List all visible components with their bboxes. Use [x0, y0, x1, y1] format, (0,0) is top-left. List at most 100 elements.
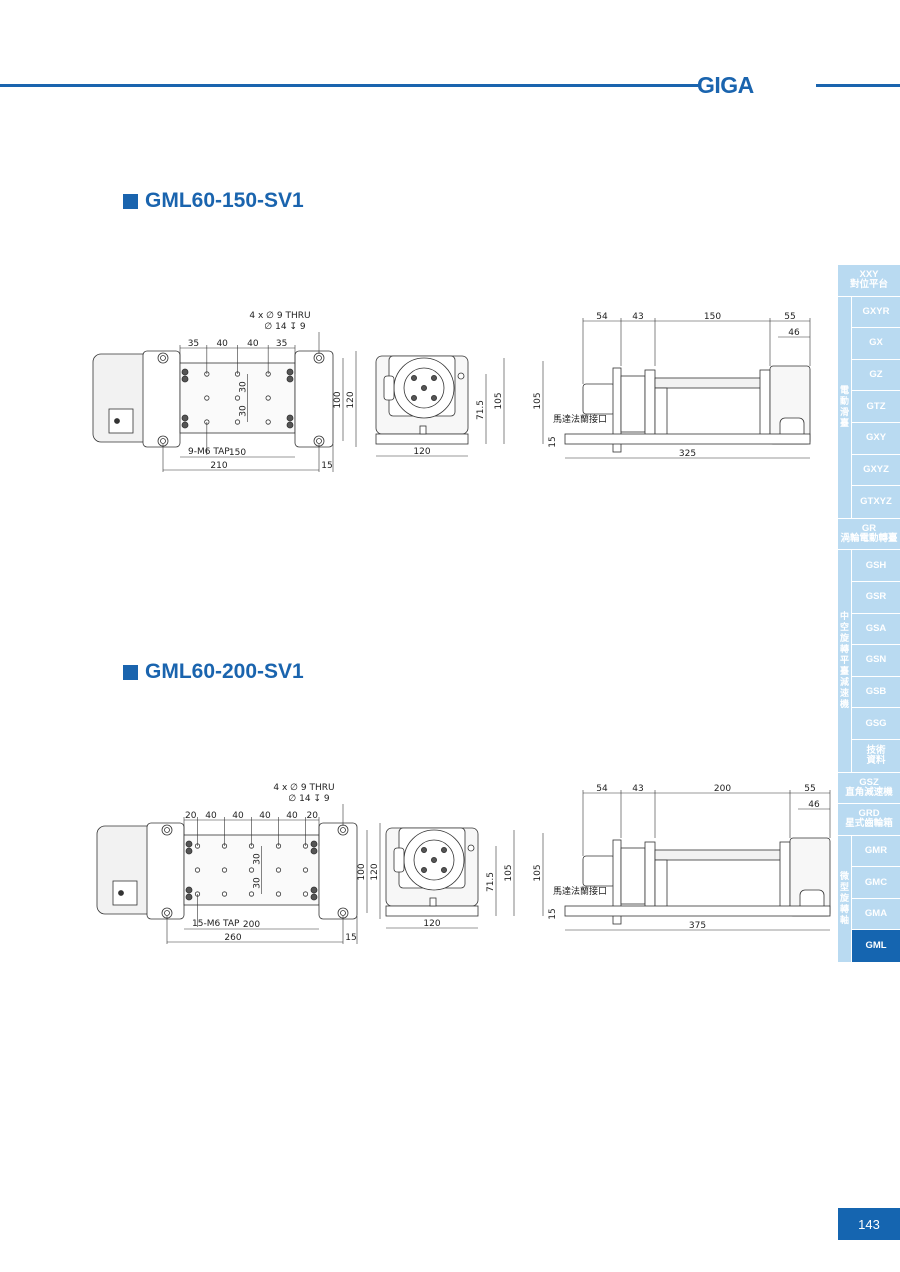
sidebar-item-gtxyz[interactable]: GTXYZ: [852, 486, 900, 518]
carriage-bolt: [181, 368, 189, 376]
dimension-label: 120: [413, 447, 430, 457]
dimension-label: 30: [253, 877, 263, 889]
sidebar-item-gsh[interactable]: GSH: [852, 550, 900, 582]
sidebar-item-label: 星式齒輪箱: [845, 818, 893, 830]
dimension-label: ∅ 14 ↧ 9: [264, 322, 305, 332]
sidebar-item-gxy[interactable]: GXY: [852, 422, 900, 455]
sidebar-item-gxyr[interactable]: GXYR: [852, 296, 900, 329]
connector: [108, 408, 134, 434]
product-title-2: GML60-200-SV1: [123, 660, 304, 684]
dimension-label: 120: [423, 919, 440, 929]
tap-hole: [221, 867, 228, 873]
carriage-bolt: [185, 886, 193, 894]
dimension-label: 15: [548, 436, 558, 447]
dimension-label: 54: [596, 312, 608, 322]
tap-hole: [265, 395, 271, 401]
sidebar-item-gsb[interactable]: GSB: [852, 676, 900, 709]
sidebar-item-label: XXY: [859, 269, 879, 281]
dimension-label: 43: [632, 312, 643, 322]
front-base: [385, 905, 479, 917]
sidebar-item-gtz[interactable]: GTZ: [852, 391, 900, 423]
dimension-label: 40: [232, 811, 244, 821]
carriage-bolt: [185, 893, 193, 901]
sidebar-item-gsr[interactable]: GSR: [852, 581, 900, 614]
dimension-label: 30: [239, 381, 249, 393]
header-rule-left: [0, 84, 700, 87]
flange-bolt: [410, 394, 417, 401]
flange-bolt: [440, 867, 447, 874]
carriage-bolt: [181, 421, 189, 429]
side-screw: [457, 372, 465, 380]
carriage-bolt: [286, 414, 294, 422]
header-rule-right: [816, 84, 900, 87]
dimension-label: 40: [216, 339, 228, 349]
tap-hole: [234, 395, 241, 401]
dimension-label: 46: [788, 328, 800, 338]
dimension-label: 15: [345, 933, 356, 943]
dimension-label: 71.5: [476, 400, 486, 420]
mount-hole-inner: [340, 910, 346, 916]
sidebar-item-gmc[interactable]: GMC: [852, 867, 900, 899]
sidebar-item-gxyz[interactable]: GXYZ: [852, 454, 900, 487]
flange-bolt: [430, 374, 437, 381]
handle: [383, 375, 395, 401]
tap-hole: [248, 867, 255, 873]
sidebar-item-gma[interactable]: GMA: [852, 898, 900, 931]
dimension-label: 150: [229, 448, 246, 458]
dimension-label: 40: [205, 811, 217, 821]
sidebar-item-gx[interactable]: GX: [852, 328, 900, 360]
ball-screw-rail: [654, 849, 791, 861]
carriage-bolt: [310, 840, 318, 848]
flange-bolt: [420, 867, 427, 874]
coupling-housing: [620, 375, 646, 433]
carriage-side: [654, 387, 668, 439]
dimension-label: 105: [494, 392, 504, 409]
sidebar-item-gsa[interactable]: GSA: [852, 613, 900, 646]
sidebar-item-gmr[interactable]: GMR: [852, 835, 900, 868]
tap-hole: [265, 419, 271, 425]
dimension-label: 15: [321, 461, 332, 471]
carriage-bolt: [286, 368, 294, 376]
dimension-label: 100: [357, 863, 367, 880]
dimension-label: 15: [548, 908, 558, 919]
mount-hole-inner: [160, 355, 166, 361]
dimension-label: 35: [188, 339, 199, 349]
sidebar-item-gsg[interactable]: GSG: [852, 708, 900, 740]
dimension-label: 35: [276, 339, 287, 349]
flange-bolt: [430, 394, 437, 401]
mount-hole-inner: [316, 355, 322, 361]
mount-hole-inner: [340, 827, 346, 833]
carriage-side: [654, 859, 668, 911]
mount-hole-inner: [164, 910, 170, 916]
sidebar-item-gml[interactable]: GML: [852, 930, 900, 963]
tap-hole: [275, 891, 282, 897]
sidebar-item-label: 直角減速機: [845, 786, 893, 798]
sidebar-item-gsn[interactable]: GSN: [852, 645, 900, 677]
dimension-label: 55: [784, 312, 795, 322]
flange-bolt: [420, 847, 427, 854]
product-title-1: GML60-150-SV1: [123, 189, 304, 213]
sidebar-item-技術資料[interactable]: 技術 資料: [852, 739, 900, 772]
key-slot: [419, 425, 427, 435]
dimension-label: 40: [286, 811, 298, 821]
flange-bolt: [430, 857, 437, 864]
tap-hole: [194, 867, 201, 873]
sidebar-item-gz[interactable]: GZ: [852, 359, 900, 392]
dimension-label: 105: [504, 864, 514, 881]
dimension-label: 200: [243, 920, 260, 930]
dimension-label: 105: [533, 864, 543, 881]
dimension-label: 40: [259, 811, 271, 821]
tap-hole: [221, 891, 228, 897]
dimension-label: 325: [679, 449, 696, 459]
title-text: GML60-150-SV1: [145, 189, 304, 212]
side-screw: [467, 844, 475, 852]
tap-hole: [302, 891, 309, 897]
flange-bolt: [440, 847, 447, 854]
tap-hole: [234, 419, 241, 425]
